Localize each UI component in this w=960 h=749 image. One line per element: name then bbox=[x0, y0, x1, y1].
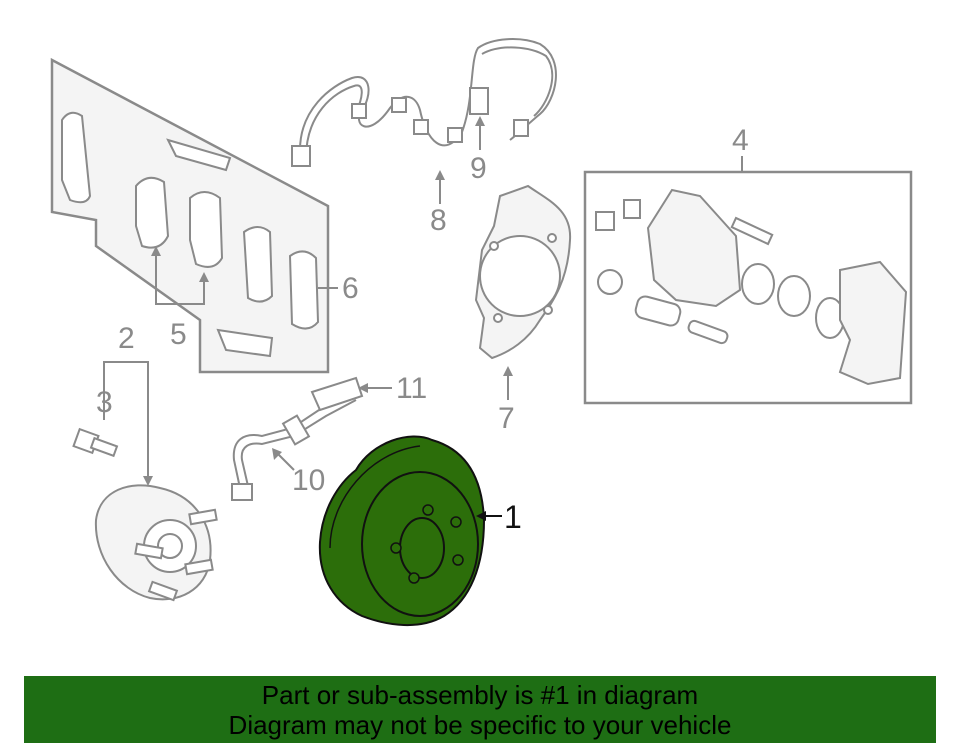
hub-bolt bbox=[72, 427, 119, 458]
parts-diagram: 6 5 8 9 7 bbox=[50, 38, 913, 626]
brake-line bbox=[231, 376, 364, 501]
dust-shield bbox=[474, 184, 572, 360]
callout-label-10: 10 bbox=[292, 464, 325, 497]
banner-line-part-number: Part or sub-assembly is #1 in diagram bbox=[261, 680, 699, 710]
callout-label-2: 2 bbox=[118, 322, 135, 355]
callout-label-8: 8 bbox=[430, 204, 447, 237]
callout-label-6: 6 bbox=[342, 272, 359, 305]
callout-label-1: 1 bbox=[504, 499, 522, 535]
callout-label-9: 9 bbox=[470, 152, 487, 185]
callout-line-2 bbox=[103, 361, 149, 480]
banner-line-disclaimer: Diagram may not be specific to your vehi… bbox=[228, 710, 732, 740]
brake-hose bbox=[291, 38, 557, 167]
callout-label-3: 3 bbox=[96, 386, 113, 419]
callout-line-5 bbox=[155, 252, 205, 305]
brake-rotor-highlighted bbox=[318, 435, 486, 626]
callout-label-11: 11 bbox=[396, 372, 427, 405]
callout-label-7: 7 bbox=[498, 402, 515, 435]
caliper-assembly-box bbox=[583, 170, 913, 405]
wheel-hub-assembly bbox=[94, 484, 218, 602]
callout-label-5: 5 bbox=[170, 318, 187, 351]
callout-label-4: 4 bbox=[732, 124, 749, 157]
info-banner: Part or sub-assembly is #1 in diagram Di… bbox=[24, 676, 936, 743]
brake-pad-kit-panel bbox=[50, 57, 330, 374]
